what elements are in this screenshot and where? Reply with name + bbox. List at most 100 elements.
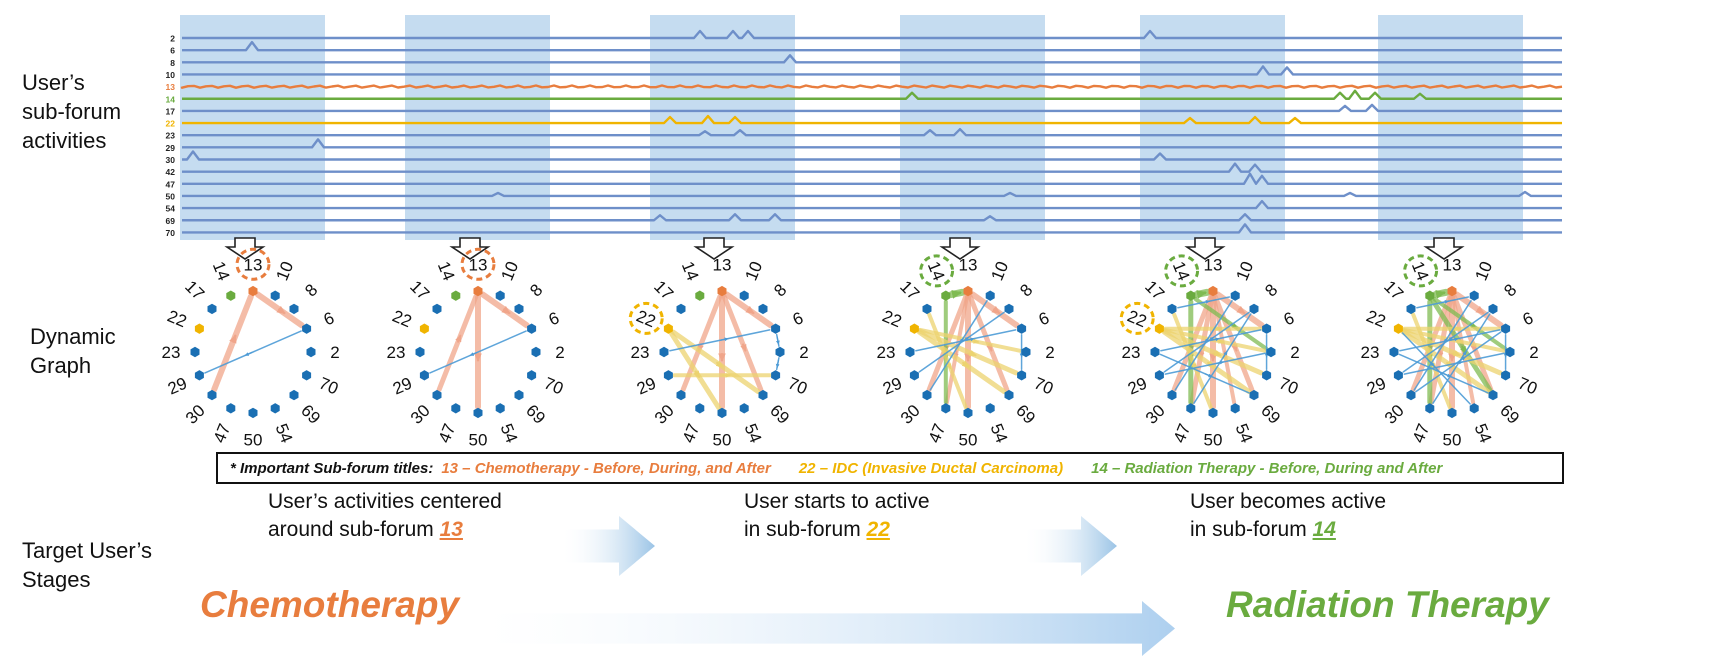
- graph-node-13: [1208, 285, 1218, 297]
- graph-edge-arrow: [1475, 305, 1485, 315]
- down-arrow-icon: [693, 237, 735, 260]
- graph-node-30: [1167, 389, 1177, 401]
- graph-node-label-50: 50: [713, 431, 732, 450]
- graph-node-30: [922, 389, 932, 401]
- graph-node-69: [1004, 389, 1014, 401]
- graph-node-22: [1393, 323, 1403, 334]
- graph-node-23: [1389, 346, 1399, 358]
- graph-edge: [916, 329, 1007, 395]
- graph-node-69: [758, 389, 768, 401]
- graph-node-22: [194, 323, 204, 334]
- graph-edge-arrow: [1204, 373, 1213, 378]
- graph-edge-arrow: [276, 305, 286, 315]
- graph-node-label-50: 50: [244, 431, 263, 450]
- graph-edge-arrow: [229, 334, 237, 344]
- stage-title-radiation: Radiation Therapy: [1226, 584, 1549, 625]
- graph-node-label-30: 30: [1381, 401, 1408, 428]
- graph-node-70: [302, 370, 312, 381]
- graph-node-label-13: 13: [469, 255, 488, 274]
- graph-node-50: [248, 407, 258, 419]
- label-line: Dynamic: [30, 324, 116, 349]
- graph-node-47: [941, 403, 951, 414]
- graph-node-label-22: 22: [1364, 306, 1389, 331]
- graph-node-label-54: 54: [741, 421, 766, 446]
- graph-node-label-70: 70: [316, 374, 341, 399]
- graph-node-label-13: 13: [244, 255, 263, 274]
- label-dynamic-graph: Dynamic Graph: [30, 322, 116, 380]
- graph-node-label-14: 14: [678, 259, 703, 284]
- timeline-label-69: 69: [166, 216, 176, 226]
- stage-desc-prefix: in sub-forum: [744, 518, 867, 541]
- graph-edge-arrow: [1222, 350, 1228, 359]
- graph-node-50: [963, 407, 973, 419]
- timeline-8: [182, 54, 1562, 64]
- graph-node-17: [922, 303, 932, 315]
- timeline-23: [182, 127, 1562, 137]
- stage-title-chemotherapy: Chemotherapy: [200, 584, 460, 625]
- graph-edge: [1400, 329, 1491, 395]
- graph-edge: [1415, 331, 1502, 393]
- timeline-14: [182, 89, 1562, 100]
- graph-node-label-14: 14: [1408, 259, 1433, 284]
- timeline-69: [182, 213, 1562, 222]
- graph-node-69: [289, 389, 299, 401]
- graph-node-30: [676, 389, 686, 401]
- graph-edge: [929, 300, 988, 391]
- stage-forum-13: 13: [439, 518, 463, 541]
- label-subforum-activities: User’s sub-forum activities: [22, 68, 121, 155]
- graph-node-6: [527, 323, 537, 334]
- graph-node-label-2: 2: [799, 343, 808, 362]
- graph-node-label-30: 30: [407, 401, 434, 428]
- graph-node-label-22: 22: [880, 306, 905, 331]
- graph-node-label-13: 13: [959, 255, 978, 274]
- timeline-label-13: 13: [166, 82, 176, 92]
- graph-node-47: [695, 403, 705, 414]
- graph-node-label-70: 70: [1515, 374, 1540, 399]
- graph-node-label-10: 10: [1233, 259, 1258, 284]
- graph-node-label-8: 8: [1261, 280, 1281, 300]
- graph-edge: [1401, 332, 1471, 405]
- graph-edge: [1164, 352, 1266, 375]
- graph-node-label-8: 8: [301, 280, 321, 300]
- graph-node-8: [758, 303, 768, 315]
- graph-node-label-17: 17: [650, 277, 677, 304]
- label-target-user-stages: Target User’s Stages: [22, 536, 152, 594]
- graph-node-label-2: 2: [330, 343, 339, 362]
- graph-edge-arrow: [1458, 356, 1466, 362]
- label-line: activities: [22, 128, 107, 153]
- graph-node-label-6: 6: [1520, 308, 1536, 329]
- graph-node-10: [739, 290, 749, 301]
- graph-node-label-29: 29: [1125, 374, 1150, 399]
- graph-node-label-6: 6: [546, 308, 562, 329]
- graph-node-10: [1469, 290, 1479, 301]
- graph-node-label-69: 69: [1496, 401, 1523, 428]
- graph-node-label-69: 69: [1012, 401, 1039, 428]
- graph-edge: [1401, 328, 1503, 376]
- timeline-42: [182, 162, 1562, 173]
- graph-edge-arrow: [740, 343, 747, 352]
- graph-node-47: [226, 403, 236, 414]
- stage-desc-prefix: around sub-forum: [268, 518, 440, 541]
- graph-node-30: [207, 389, 217, 401]
- highlight-band: [1140, 15, 1285, 240]
- label-line: sub-forum: [22, 99, 122, 124]
- graph-node-label-30: 30: [182, 401, 209, 428]
- timeline-50: [182, 190, 1562, 198]
- graph-edge-arrow: [469, 351, 478, 357]
- timeline-54: [182, 199, 1562, 210]
- graph-node-label-2: 2: [1529, 343, 1538, 362]
- graph-node-label-47: 47: [435, 421, 460, 446]
- graph-node-54: [1230, 403, 1240, 414]
- graph-node-14: [1425, 290, 1435, 301]
- graph-node-label-30: 30: [651, 401, 678, 428]
- graph-highlight-circle-14: [919, 254, 955, 288]
- graph-node-label-29: 29: [634, 374, 659, 399]
- stage-desc-3: User becomes active in sub-forum 14: [1190, 488, 1386, 544]
- graph-node-6: [1017, 323, 1027, 334]
- graph-node-label-50: 50: [959, 431, 978, 450]
- graph-edge-arrow: [1203, 337, 1209, 346]
- graph-node-14: [451, 290, 461, 301]
- graph-node-47: [1186, 403, 1196, 414]
- legend-item-13: 13 – Chemotherapy - Before, During, and …: [441, 459, 771, 477]
